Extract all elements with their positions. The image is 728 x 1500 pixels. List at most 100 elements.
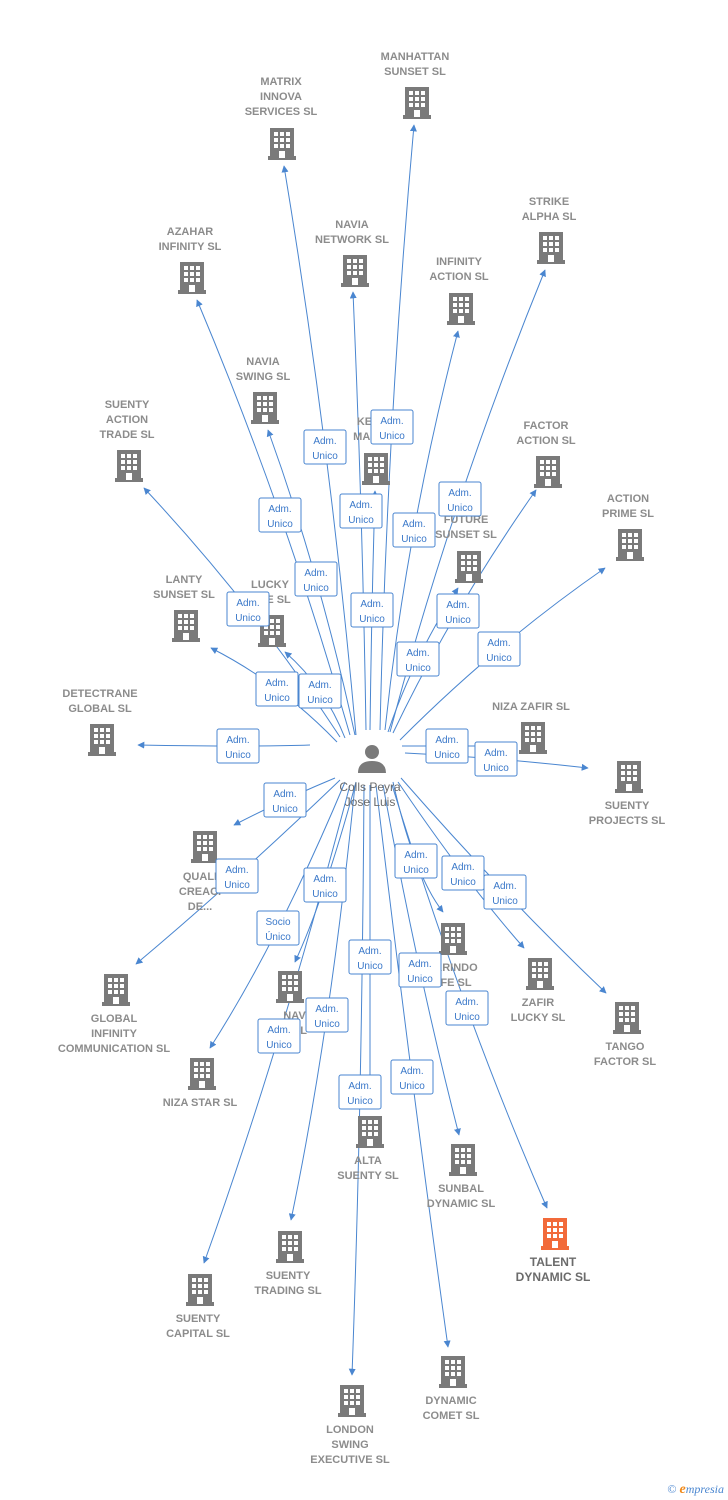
role-text: Unico: [314, 1019, 340, 1030]
role-text: Adm.: [236, 598, 259, 609]
role-text: Adm.: [273, 789, 296, 800]
role-text: Unico: [307, 695, 333, 706]
company-name-line: SUNBAL: [438, 1183, 484, 1195]
role-badge-frame: [258, 497, 302, 533]
role-badge-london[interactable]: Adm.Unico: [338, 1074, 382, 1110]
building-icon: [338, 1385, 366, 1417]
role-text: Unico: [405, 663, 431, 674]
role-badge-strike-alpha[interactable]: Adm.Unico: [438, 481, 482, 517]
company-name-line: INFINITY: [91, 1028, 137, 1040]
role-text: Adm.: [358, 946, 381, 957]
center-person[interactable]: Colls Peyra Jose Luis: [339, 745, 401, 809]
role-badge-detectrane[interactable]: Adm.Unico: [216, 728, 260, 764]
role-text: Socio: [265, 917, 290, 928]
role-badge-navia[interactable]: Adm.Unico: [303, 867, 347, 903]
role-badge-future-sunset[interactable]: Adm.Unico: [396, 641, 440, 677]
role-text: Unico: [312, 451, 338, 462]
company-name-line: NAVIA: [246, 356, 279, 368]
role-text: Unico: [434, 750, 460, 761]
role-badge-manhattan[interactable]: Adm.Unico: [370, 409, 414, 445]
role-badge-factor-action[interactable]: Adm.Unico: [436, 593, 480, 629]
company-name-line: NETWORK SL: [315, 234, 389, 246]
role-text: Adm.: [487, 638, 510, 649]
role-badge-frame: [255, 671, 299, 707]
role-badge-alta-suenty[interactable]: Adm. Unico: [348, 939, 392, 975]
company-name-line: SWING: [331, 1439, 368, 1451]
role-badge-carindo[interactable]: Adm.Unico: [394, 843, 438, 879]
building-icon: [362, 453, 390, 485]
role-text: Unico: [264, 693, 290, 704]
role-badge-global-infinity[interactable]: Adm.Unico: [215, 858, 259, 894]
role-text: Adm.: [400, 1066, 423, 1077]
role-badge-suenty-projects[interactable]: Adm.Unico: [474, 741, 518, 777]
company-node-niza-star[interactable]: NIZA STAR SL: [163, 1058, 238, 1109]
company-node-quali[interactable]: QUALICREACIDE...: [179, 831, 221, 913]
role-badge-infinity-action[interactable]: Adm.Unico: [392, 512, 436, 548]
role-badge-suenty-action[interactable]: Adm.Unico: [226, 591, 270, 627]
role-badge-lanty[interactable]: Adm.Unico: [255, 671, 299, 707]
role-badge-zafir-lucky[interactable]: Adm.Unico: [441, 855, 485, 891]
role-text: Adm.: [408, 959, 431, 970]
role-text: Adm.: [435, 735, 458, 746]
role-badge-quali[interactable]: Adm.Unico: [263, 782, 307, 818]
building-icon: [276, 1231, 304, 1263]
role-badge-kei-mag[interactable]: Adm.Unico: [350, 592, 394, 628]
role-badge-navia-network[interactable]: Adm.Unico: [339, 493, 383, 529]
role-badge-action-prime[interactable]: Adm.Unico: [477, 631, 521, 667]
company-name-line: CAPITAL SL: [166, 1328, 230, 1340]
role-badge-talent-dynamic[interactable]: Adm.Unico: [445, 990, 489, 1026]
role-text: Adm.: [268, 504, 291, 515]
role-badge-dynamic-comet[interactable]: Adm.Unico: [390, 1059, 434, 1095]
role-badge-suenty-capital[interactable]: Adm.Unico: [257, 1018, 301, 1054]
role-badge-tango-factor[interactable]: Adm.Unico: [483, 874, 527, 910]
role-badge-lucky[interactable]: Adm.Unico: [298, 673, 342, 709]
role-badge-navia-swing[interactable]: Adm.Unico: [294, 561, 338, 597]
role-text: Unico: [357, 961, 383, 972]
company-name-line: TRADE SL: [100, 429, 155, 441]
role-badge-matrix[interactable]: Adm.Unico: [303, 429, 347, 465]
role-badge-niza-zafir[interactable]: Adm. Unico: [425, 728, 469, 764]
company-name-line: ACTION: [607, 493, 649, 505]
role-badge-azahar[interactable]: Adm.Unico: [258, 497, 302, 533]
building-icon: [439, 1356, 467, 1388]
company-name-line: SUENTY: [266, 1270, 311, 1282]
company-node-suenty-capital[interactable]: SUENTY CAPITAL SL: [166, 1274, 230, 1340]
role-badge-frame: [338, 1074, 382, 1110]
building-icon: [186, 1274, 214, 1306]
building-icon: [613, 1002, 641, 1034]
building-icon: [115, 450, 143, 482]
role-badge-suenty-trading[interactable]: Adm.Unico: [305, 997, 349, 1033]
brand-logo-text: mpresia: [685, 1482, 724, 1496]
role-badge-sunbal[interactable]: Adm.Unico: [398, 952, 442, 988]
role-badge-frame: [396, 641, 440, 677]
company-name-line: SUENTY: [176, 1313, 221, 1325]
company-name-line: INNOVA: [260, 91, 302, 103]
company-node-niza-zafir[interactable]: NIZA ZAFIR SL: [492, 701, 570, 754]
